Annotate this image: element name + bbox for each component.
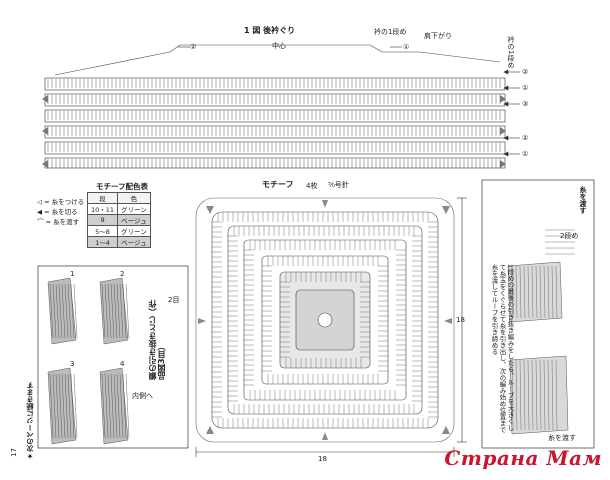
table-row: 1〜4 ベージュ [86,236,151,248]
collar-row-label: 衿の1段め [374,28,407,36]
row-mark-1: ② [522,68,529,76]
motif-height-dimension: 18 [456,316,465,324]
attach-yarn-icon: ◁ [37,198,42,206]
row-mark-2: ① [522,84,529,92]
carry-label: 糸を渡す [548,434,576,442]
table-row: 10・11 グリーン [86,203,151,215]
motif-chart [195,197,455,443]
page-number: 17 [10,448,18,457]
table-header: 色 [117,192,151,204]
carry-yarn-heading: 糸を渡す [579,186,587,214]
carry-yarn-icon: ⌒ [37,218,44,226]
cut-yarn-icon: ◀ [37,208,42,216]
carry-yarn-instructions: 1段めの最後の引き抜き編みをしたら、ループを大きくして糸玉をくぐらせて糸を引き出… [490,264,514,433]
collar-first-row-label: 衿の1段め [507,36,515,69]
row-mark-3: ③ [522,100,529,108]
table-header: 段 [86,192,119,204]
motif-width-dimension: 18 [318,455,327,463]
motif-title: モチーフ [262,180,294,189]
yarn-carry-illustration [507,261,569,435]
step-number-3: 3 [70,360,75,368]
step-number-4: 4 [120,360,125,368]
motif-count: 4枚 [306,182,318,190]
mark-top-right: ① [403,43,410,51]
row-mark-5: ① [522,150,529,158]
slip-join-small-label: 2目 [168,296,180,304]
shoulder-slope-label: 肩下がり [424,32,452,40]
row2-label: 2段め [560,232,579,240]
table-row: 9 ベージュ [86,214,151,226]
slip-join-heading: 鎖の引き抜きとじ（作品図3目） [148,300,166,380]
motif-hook-size: ⁵⁄₀号針 [328,181,349,189]
step-number-2: 2 [120,270,125,278]
motif-table-title: モチーフ配色表 [96,182,149,191]
motif-color-table: 段 色 10・11 グリーン 9 ベージュ 5〜8 グリーン 1〜4 ベージュ [86,192,151,248]
figure1-title: 1 図 後衿ぐり [244,26,296,35]
legend-item-carry: ⌒ = 糸を渡す [37,218,80,226]
table-row: 5〜8 グリーン [86,225,151,237]
continued-note: ★次のページに続きます [26,382,34,460]
slip-stitch-illustrations [47,277,129,445]
center-label: 中心 [272,42,286,50]
step-number-1: 1 [70,270,75,278]
mark-top-left: ② [190,43,197,51]
legend-item-cut: ◀ = 糸を切る [37,208,78,216]
legend-item-attach: ◁ = 糸をつける [37,198,85,206]
site-watermark: Страна Мам [444,446,602,470]
step-inward-label: 内側へ [132,392,153,400]
row-mark-4: ② [522,134,529,142]
